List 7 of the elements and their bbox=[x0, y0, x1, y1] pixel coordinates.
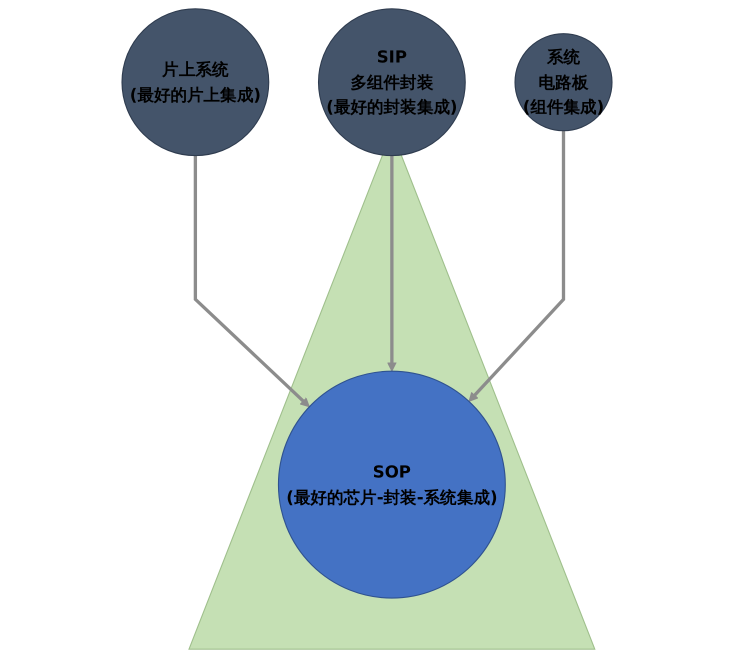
arrow bbox=[387, 156, 397, 372]
arrow bbox=[194, 156, 310, 408]
node-circle: 片上系统 (最好的片上集成) bbox=[121, 8, 270, 156]
node-circle: 系统 电路板 (组件集成) bbox=[514, 33, 613, 132]
node-circle: SIP 多组件封装 (最好的封装集成) bbox=[318, 8, 466, 156]
node-circle: SOP (最好的芯片-封装-系统集成) bbox=[278, 370, 506, 599]
arrow bbox=[468, 130, 566, 402]
